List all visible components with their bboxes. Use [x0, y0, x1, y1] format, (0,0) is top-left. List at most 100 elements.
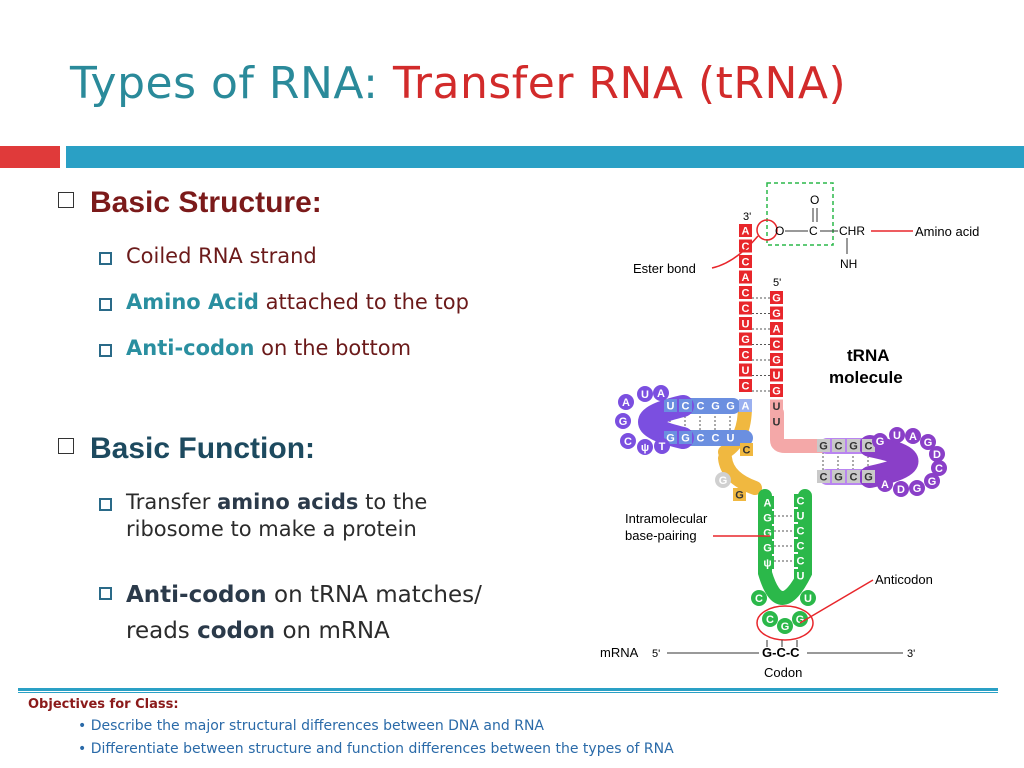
nucleotide-letter: A — [773, 324, 781, 336]
nucleotide — [739, 363, 752, 377]
nucleotide-letter: ψ — [763, 558, 771, 570]
square-bullet-icon — [99, 587, 112, 600]
nucleotide — [709, 399, 722, 412]
loop-nucleotide-letter: G — [924, 437, 933, 449]
nucleotide-letter: C — [712, 433, 720, 445]
nucleotide-letter: C — [697, 433, 705, 445]
loop-nucleotide — [715, 472, 731, 488]
loop-nucleotide-letter: A — [881, 479, 889, 491]
nucleotide-letter: U — [742, 365, 750, 377]
nucleotide — [770, 399, 783, 413]
nucleotide — [832, 470, 845, 483]
loop-nucleotide — [777, 618, 793, 634]
nucleotide — [761, 556, 774, 569]
anticodon-label: Anticodon — [875, 572, 933, 587]
loop-nucleotide — [920, 434, 936, 450]
loop-nucleotide — [637, 386, 653, 402]
ester-bond-label: Ester bond — [633, 261, 696, 276]
chem-c: C — [809, 224, 818, 238]
loop-nucleotide-letter: T — [659, 441, 666, 453]
square-bullet-icon — [99, 498, 112, 511]
nucleotide — [761, 496, 774, 509]
nucleotide-letter: C — [742, 288, 750, 300]
chem-chr: CHR — [839, 224, 865, 238]
nucleotide — [739, 379, 752, 392]
loop-nucleotide — [909, 480, 925, 496]
nucleotide — [770, 306, 783, 320]
nucleotide — [694, 399, 707, 412]
nucleotide — [770, 337, 783, 351]
nucleotide-letter: U — [797, 511, 805, 523]
loop-nucleotide — [929, 446, 945, 462]
nucleotide — [862, 470, 875, 483]
nucleotide — [817, 470, 830, 483]
nucleotide — [679, 431, 692, 444]
loop-nucleotide-letter: U — [641, 389, 649, 401]
title-accent: Transfer RNA (tRNA) — [393, 58, 847, 109]
loop-nucleotide — [877, 476, 893, 492]
nucleotide-letter: C — [797, 541, 805, 553]
nucleotide — [739, 255, 752, 268]
loop-nucleotide-letter: G — [619, 416, 628, 428]
intramolecular-label-2: base-pairing — [625, 528, 697, 543]
nucleotide-letter: A — [742, 401, 750, 413]
variable-band-lower — [718, 451, 762, 495]
loop-nucleotide-letter: A — [657, 388, 665, 400]
loop-nucleotide — [800, 590, 816, 606]
loop-nucleotide — [924, 473, 940, 489]
title-band-red — [0, 146, 60, 168]
loop-nucleotide — [637, 439, 653, 455]
footer-divider — [18, 688, 998, 691]
intramolecular-label-1: Intramolecular — [625, 511, 708, 526]
loop-nucleotide-letter: C — [624, 436, 632, 448]
square-bullet-icon — [99, 344, 112, 357]
slide-title: Types of RNA: Transfer RNA (tRNA) — [70, 62, 846, 106]
loop-nucleotide — [654, 438, 670, 454]
trna-molecule-label-2: molecule — [829, 368, 903, 387]
mrna-label: mRNA — [600, 645, 639, 660]
nucleotide — [739, 270, 752, 284]
nucleotide-letter: U — [727, 433, 735, 445]
loop-nucleotide-letter: A — [622, 397, 630, 409]
amino-acid-box — [766, 182, 834, 246]
section-heading-function: Basic Function: — [58, 432, 315, 466]
codon-label: Codon — [764, 665, 802, 680]
nucleotide — [739, 224, 752, 237]
acceptor-junction-band — [770, 406, 832, 453]
square-bullet-icon — [99, 252, 112, 265]
nucleotide-letter: C — [773, 339, 781, 351]
nucleotide-letter: G — [681, 433, 690, 445]
nucleotide-letter: G — [711, 401, 720, 413]
nucleotide — [761, 541, 774, 554]
nucleotide-letter: C — [697, 401, 705, 413]
nucleotide-letter: C — [797, 556, 805, 568]
loop-nucleotide-letter: U — [804, 593, 812, 605]
nucleotide-letter: A — [742, 272, 750, 284]
loop-nucleotide — [620, 433, 636, 449]
nucleotide-letter: U — [797, 571, 805, 583]
loop-nucleotide-letter: C — [935, 463, 943, 475]
nucleotide — [847, 439, 860, 452]
nucleotide — [739, 286, 752, 299]
loop-nucleotide-letter: G — [928, 476, 937, 488]
nucleotide-letter: G — [763, 528, 772, 540]
loop-nucleotide — [872, 433, 888, 449]
nucleotide-letter: C — [742, 241, 750, 253]
nucleotide-letter: C — [865, 441, 873, 453]
nucleotide-letter: G — [772, 386, 781, 398]
nucleotide-letter: G — [735, 490, 744, 502]
checkbox-icon — [58, 192, 74, 208]
nucleotide — [794, 494, 807, 507]
loop-nucleotide-letter: C — [755, 593, 763, 605]
loop-nucleotide-letter: C — [766, 614, 774, 626]
nucleotide-letter: G — [834, 472, 843, 484]
objectives-title: Objectives for Class: — [28, 697, 179, 712]
mrna-three-prime: 3' — [907, 648, 915, 660]
nucleotide — [862, 439, 875, 452]
nucleotide-letter: C — [742, 303, 750, 315]
loop-nucleotide — [618, 394, 634, 410]
nucleotide — [739, 239, 752, 253]
ester-bond-circle — [756, 219, 778, 241]
nucleotide — [770, 384, 783, 397]
